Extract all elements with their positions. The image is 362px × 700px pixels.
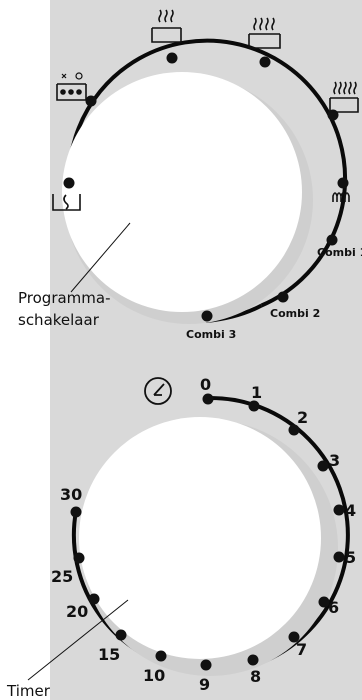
microwave-low-icon [151,9,182,43]
program-position-dot [337,177,349,189]
program-dial-leader-line [70,222,131,293]
timer-position-dot [317,460,329,472]
grill-low-icon [52,194,81,211]
timer-mark-8: 8 [250,667,261,686]
timer-label: Timer [6,682,51,700]
program-position-dot [259,56,271,68]
timer-position-dot [70,506,82,518]
clock-icon [144,377,172,405]
timer-dial-knob[interactable] [79,417,321,659]
combi-3-label: Combi 3 [186,328,236,341]
timer-position-dot [247,654,259,666]
timer-position-dot [248,400,260,412]
defrost-icon [56,72,87,101]
timer-mark-7: 7 [296,640,307,659]
timer-position-dot [202,393,214,405]
timer-position-dot [333,504,345,516]
timer-mark-2: 2 [297,408,308,427]
timer-position-dot [88,593,100,605]
timer-position-dot [288,631,300,643]
combi-2-label: Combi 2 [270,307,320,320]
microwave-mid-icon [248,17,281,49]
program-position-dot [326,234,338,246]
program-position-dot [327,109,339,121]
timer-dial[interactable] [71,395,350,676]
timer-mark-3: 3 [329,451,340,470]
combi-1-label: Combi 1 [317,246,362,259]
program-dial-knob[interactable] [62,72,302,312]
timer-mark-25: 25 [51,567,73,586]
timer-mark-0: 0 [200,375,211,394]
timer-mark-6: 6 [328,598,339,617]
program-dial-label-line-1: Programma- [18,289,111,307]
timer-mark-20: 20 [66,602,88,621]
program-position-dot [85,95,97,107]
timer-position-dot [73,552,85,564]
program-position-dot [166,52,178,64]
timer-position-dot [288,424,300,436]
program-position-dot [63,177,75,189]
timer-mark-30: 30 [60,485,82,504]
timer-mark-5: 5 [345,548,356,567]
timer-mark-4: 4 [345,501,356,520]
timer-leader-line [27,599,129,681]
microwave-high-icon [329,81,359,113]
timer-position-dot [200,659,212,671]
timer-mark-9: 9 [199,675,210,694]
program-dial-label-line-2: schakelaar [18,311,100,329]
timer-mark-10: 10 [143,666,165,685]
timer-position-dot [333,551,345,563]
program-position-dot [201,310,213,322]
timer-mark-15: 15 [98,645,120,664]
timer-mark-1: 1 [251,383,262,402]
timer-position-dot [155,650,167,662]
timer-position-dot [318,596,330,608]
program-position-dot [277,291,289,303]
program-dial[interactable] [62,38,348,324]
timer-position-dot [115,629,127,641]
grill-icon [332,192,350,202]
